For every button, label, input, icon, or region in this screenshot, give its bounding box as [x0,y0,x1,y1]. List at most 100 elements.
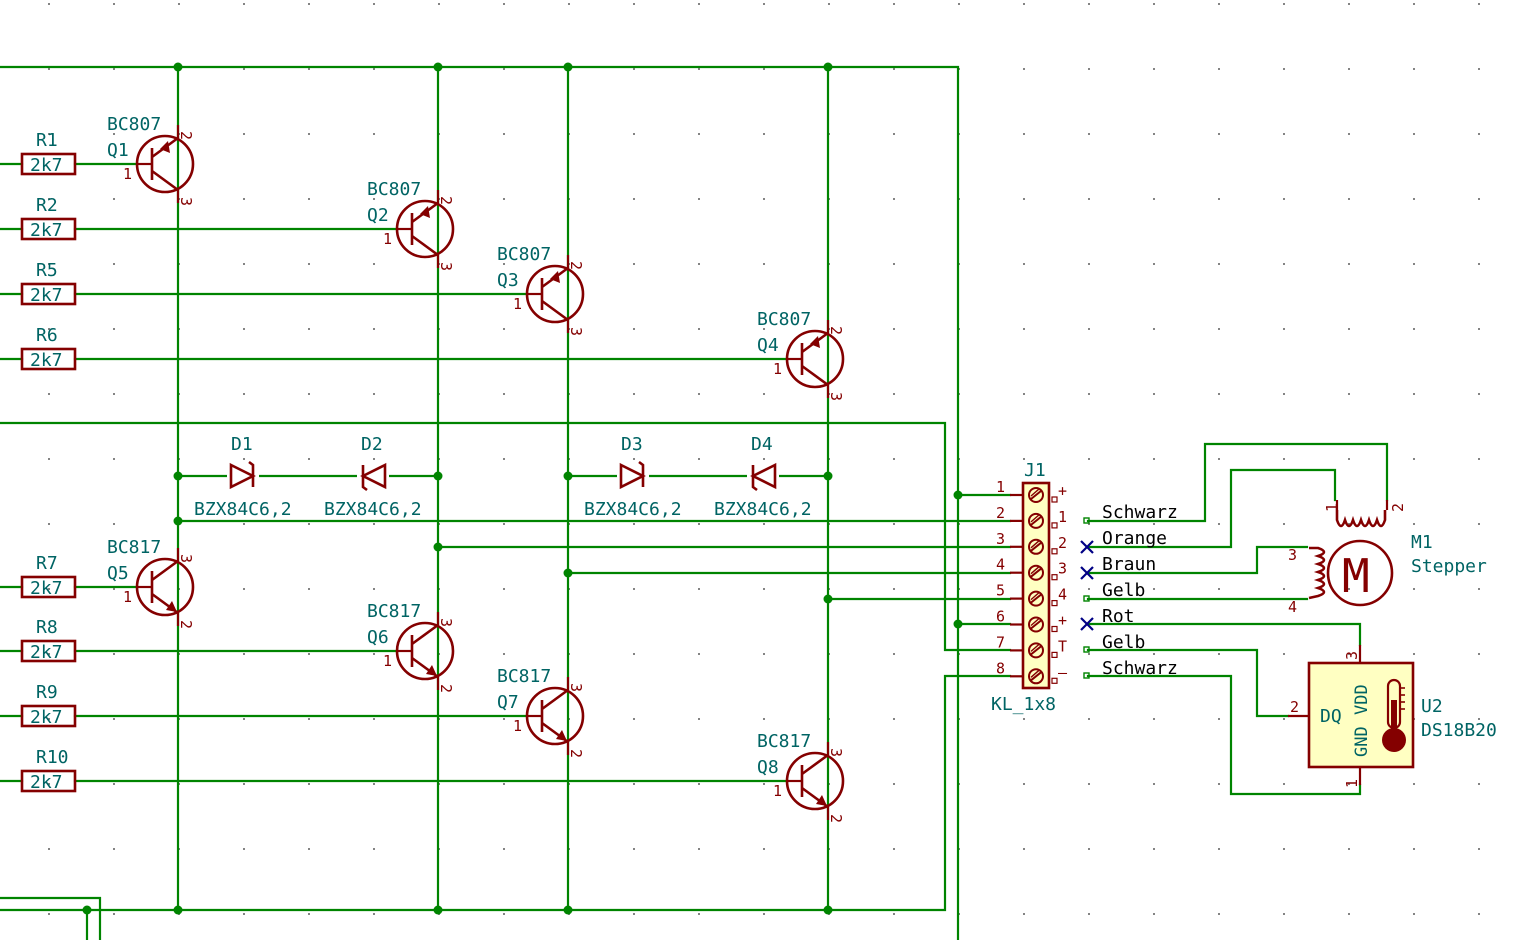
connector-pin-number: 4 [996,556,1005,574]
transistor-value: BC807 [497,244,551,265]
junction-dot [173,62,183,72]
diode-ref: D3 [621,434,643,455]
diode-ref: D1 [231,434,253,455]
connector-pin-marker [1051,522,1058,529]
sensor-pin-number: 2 [1290,698,1299,716]
resistor-ref: R6 [36,325,58,346]
resistor-value: 2k7 [30,285,63,306]
transistor-pin-number: 1 [123,588,132,606]
wire-end-marker [1083,672,1090,679]
motor-pin-number: 3 [1288,546,1297,564]
wire-middle-loop [0,421,1012,652]
transistor-pin-number: 2 [827,814,845,823]
junctions [82,62,963,915]
transistor-pin-number: 1 [513,717,522,735]
wire-label: Schwarz [1102,658,1178,679]
connector-pin-6[interactable]: 6+ [996,608,1067,633]
junction-dot [823,594,833,604]
diode-ref: D2 [361,434,383,455]
wire-gelb-dq [1086,648,1290,718]
connector-value: KL_1x8 [991,694,1056,715]
diode-value: BZX84C6,2 [584,499,682,520]
motor-pin-number: 4 [1288,598,1297,616]
motor-pin-number: 2 [1389,503,1407,512]
transistor-pin-number: 3 [827,748,845,757]
connector-pin-8[interactable]: 8– [996,659,1068,685]
transistor-value: BC807 [367,179,421,200]
transistor-pin-number: 3 [567,327,585,336]
junction-dot [563,471,573,481]
diode-ref: D4 [751,434,773,455]
connector-pin-1[interactable]: 1+ [996,478,1067,503]
junction-dot [563,905,573,915]
connector-pin-number: 7 [996,633,1005,651]
resistor-ref: R1 [36,130,58,151]
sensor-u2[interactable]: 2 1 3 DQ GND VDD U2 DS18B20 [1288,645,1497,788]
transistor-pin-number: 2 [567,749,585,758]
connector-pin-number: 8 [996,659,1005,677]
transistor-pin-number: 2 [827,326,845,335]
wire-bottom-left-a [0,896,102,940]
wire-schwarz-gnd [1086,674,1362,796]
wire-label: Gelb [1102,632,1145,653]
connector-side-mark: + [1058,482,1067,500]
connector-pin-number: 1 [996,478,1005,496]
transistor-pin-number: 2 [437,684,455,693]
junction-dot [953,490,963,500]
transistor-pin-number: 1 [773,360,782,378]
wire-label: Braun [1102,554,1156,575]
wire-rot-vdd [1086,622,1362,647]
transistor-pin-number: 3 [177,197,195,206]
junction-dot [563,568,573,578]
transistor-value: BC817 [107,537,161,558]
transistor-ref: Q4 [757,335,779,356]
diode-value: BZX84C6,2 [714,499,812,520]
resistor-ref: R5 [36,260,58,281]
connector-pin-marker [1051,574,1058,581]
resistor-ref: R9 [36,682,58,703]
transistor-pin-number: 1 [383,230,392,248]
resistors: R12k7R22k7R52k7R62k7R72k7R82k7R92k7R102k… [20,130,77,793]
motor-m1[interactable]: M 1 2 3 4 M1 Stepper [1288,500,1487,616]
connector-side-mark: 3 [1058,560,1067,578]
resistor-ref: R2 [36,195,58,216]
no-connect-markers [1080,540,1094,631]
transistor-pin-number: 3 [827,392,845,401]
resistor-value: 2k7 [30,578,63,599]
sensor-pin-name-dq: DQ [1320,706,1342,727]
motor-coil-left [1308,546,1326,600]
transistor-value: BC817 [497,666,551,687]
wire-label: Schwarz [1102,502,1178,523]
resistor-ref: R7 [36,553,58,574]
junction-dot [953,619,963,629]
wire-braun-motor [1086,545,1309,575]
wire-label: Rot [1102,606,1135,627]
